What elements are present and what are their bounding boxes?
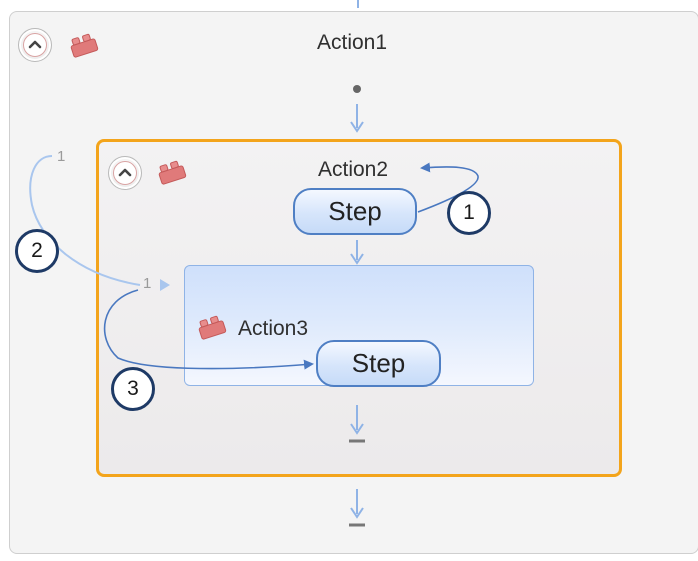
lego-brick-icon <box>198 315 227 340</box>
callout-1: 1 <box>447 191 491 235</box>
chevron-up-icon <box>28 40 42 49</box>
loop-port-label: 1 <box>57 148 66 165</box>
lego-brick-icon <box>70 33 99 58</box>
action1-title: Action1 <box>317 31 388 54</box>
chevron-up-icon <box>118 168 132 177</box>
callout-3: 3 <box>111 367 155 411</box>
action2-collapse-button[interactable] <box>108 156 142 190</box>
callout-2: 2 <box>15 229 59 273</box>
action3-title: Action3 <box>238 317 309 340</box>
action1-collapse-button[interactable] <box>18 28 52 62</box>
lego-brick-icon <box>158 160 187 185</box>
action3-entry-port-label: 1 <box>143 275 152 292</box>
action2-step-node[interactable]: Step <box>293 188 417 235</box>
action2-title: Action2 <box>318 158 389 181</box>
action3-step-node[interactable]: Step <box>316 340 441 387</box>
